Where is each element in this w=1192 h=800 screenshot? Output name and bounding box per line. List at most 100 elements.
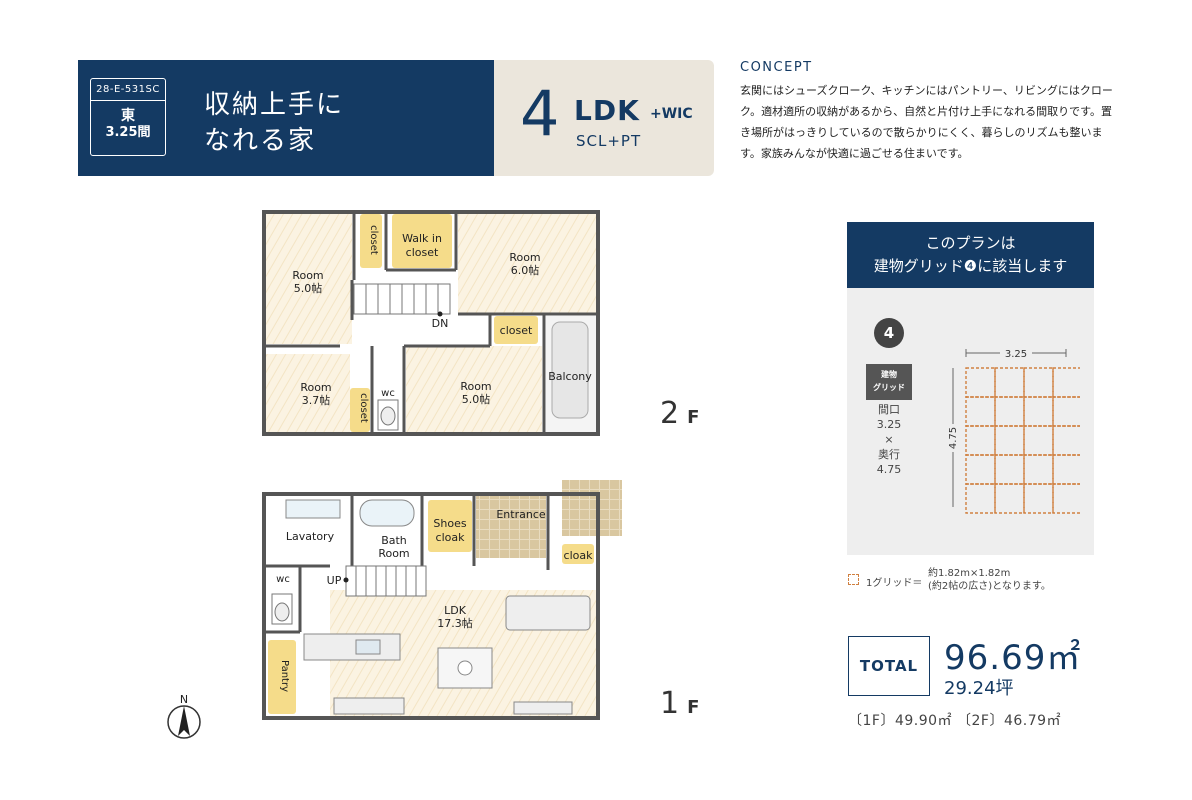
plan-title-line2: なれる家 xyxy=(204,126,317,156)
grid-cell xyxy=(1052,425,1080,456)
up-label: UP xyxy=(327,574,342,587)
room-se-label: Room xyxy=(460,380,491,393)
room-ne-floor xyxy=(458,214,596,314)
wc-2f-label: wc xyxy=(381,388,395,399)
grid-cell xyxy=(1023,396,1054,427)
layout-type: LDK xyxy=(574,94,640,127)
ldk-label: LDK xyxy=(444,604,467,617)
layout-plus: +WIC xyxy=(650,106,693,122)
stairs-1f xyxy=(345,565,427,597)
grid-cell xyxy=(1052,483,1080,514)
bath-label-line1: Bath xyxy=(381,534,407,547)
entrance-label: Entrance xyxy=(496,508,546,521)
frontage-value: 3.25 xyxy=(876,418,902,431)
room-nw-label: Room xyxy=(292,269,323,282)
shoes-cloak-line1: Shoes xyxy=(433,517,466,530)
frontage-label: 間口 xyxy=(878,403,900,416)
grid-legend-text: 約1.82m×1.82m (約2帖の広さ)となります。 xyxy=(928,567,1051,593)
grid-cell xyxy=(994,396,1025,427)
grid-cell xyxy=(994,425,1025,456)
compass-n: N xyxy=(180,693,188,706)
plan-title-line1: 収納上手に xyxy=(204,90,345,120)
layout-panel xyxy=(494,60,714,176)
floor-1f-plan: Lavatory Bath Room Shoes cloak Entrance … xyxy=(262,480,622,720)
room-se-floor xyxy=(406,346,542,432)
grid-cell xyxy=(965,367,996,398)
concept-text: 玄関にはシューズクローク、キッチンにはパントリー、リビングにはクローク。適材適所… xyxy=(740,84,1113,160)
times-sign: × xyxy=(884,433,894,446)
floor-2f-walls xyxy=(264,212,598,434)
concept-title: CONCEPT xyxy=(740,60,813,75)
kitchen-sink xyxy=(355,639,381,655)
grid-label-line2: グリッド xyxy=(873,383,905,392)
stairs-1f-dot xyxy=(343,577,349,583)
wic-label-line2: closet xyxy=(406,246,439,259)
grid-cell xyxy=(1052,396,1080,427)
room-nw-floor xyxy=(266,214,352,344)
grid-side-dim-bg xyxy=(946,424,960,452)
plan-code: 28-E-531SC xyxy=(91,79,165,101)
wic-label-line1: Walk in xyxy=(402,232,442,245)
pantry-label: Pantry xyxy=(279,660,290,692)
wic-fill xyxy=(392,214,452,268)
plan-code-box: 28-E-531SC 東 3.25間 xyxy=(90,78,166,156)
floor-2f-outline xyxy=(262,210,600,436)
layout-extra: SCL+PT xyxy=(576,132,642,150)
grid-cell xyxy=(1052,367,1080,398)
grid-top-dim-bg xyxy=(1000,346,1032,360)
grid-heading-line2: 建物グリッド❹に該当します xyxy=(873,257,1068,275)
grid-label-line1: 建物 xyxy=(881,370,897,379)
cloak-label: cloak xyxy=(564,549,594,562)
wc-1f-label: wc xyxy=(276,574,290,585)
room-nw-size: 5.0帖 xyxy=(294,282,323,295)
table-flower xyxy=(457,660,473,676)
grid-cells xyxy=(965,367,1080,514)
grid-legend-label: 1グリッド＝ xyxy=(866,578,923,589)
room-sw-size: 3.7帖 xyxy=(302,394,331,407)
closet-b-label: closet xyxy=(500,324,533,337)
floor-1f-walls xyxy=(264,494,550,634)
grid-cell xyxy=(994,454,1025,485)
room-se-size: 5.0帖 xyxy=(462,393,491,406)
closet-c-fill xyxy=(350,388,370,432)
floor-1f-outline xyxy=(262,492,600,720)
floor-1f-number: 1 xyxy=(660,686,680,721)
depth-value: 4.75 xyxy=(876,463,902,476)
grid-cell xyxy=(994,483,1025,514)
closet-a-label: closet xyxy=(368,225,379,255)
balcony-label: Balcony xyxy=(548,370,592,383)
grid-cell xyxy=(1023,454,1054,485)
room-ne-label: Room xyxy=(509,251,540,264)
tv-board xyxy=(333,697,405,715)
total-area: 96.69㎡ xyxy=(944,638,1082,678)
grid-legend-note: (約2帖の広さ)となります。 xyxy=(928,581,1051,592)
room-sw-floor xyxy=(266,354,350,432)
grid-number-badge: 4 xyxy=(874,318,904,348)
grid-cell xyxy=(1023,367,1054,398)
north-compass: N xyxy=(167,693,201,739)
wc-1f-bowl xyxy=(274,602,290,622)
balcony-unit xyxy=(551,321,589,419)
shoes-cloak-line2: cloak xyxy=(436,531,466,544)
bath-tub xyxy=(359,499,415,527)
lavatory-label: Lavatory xyxy=(286,530,335,543)
total-label: TOTAL xyxy=(848,636,930,696)
grid-cell xyxy=(1023,425,1054,456)
floor-2f-number: 2 xyxy=(660,396,680,431)
dn-label: DN xyxy=(432,317,449,330)
depth-label: 奥行 xyxy=(878,448,900,461)
lavatory-fixture xyxy=(285,499,341,519)
grid-cell xyxy=(965,396,996,427)
room-sw-label: Room xyxy=(300,381,331,394)
stairs-dot xyxy=(437,311,443,317)
grid-legend-size: 約1.82m×1.82m xyxy=(928,568,1011,579)
ldk-size: 17.3帖 xyxy=(437,617,473,630)
grid-dimensions: 間口 3.25 × 奥行 4.75 xyxy=(865,402,913,477)
closet-a-fill xyxy=(360,214,382,268)
floor-areas: 〔1F〕49.90㎡ 〔2F〕46.79㎡ xyxy=(848,713,1062,729)
grid-cell xyxy=(994,367,1025,398)
grid-cell xyxy=(1052,454,1080,485)
grid-cell xyxy=(965,425,996,456)
